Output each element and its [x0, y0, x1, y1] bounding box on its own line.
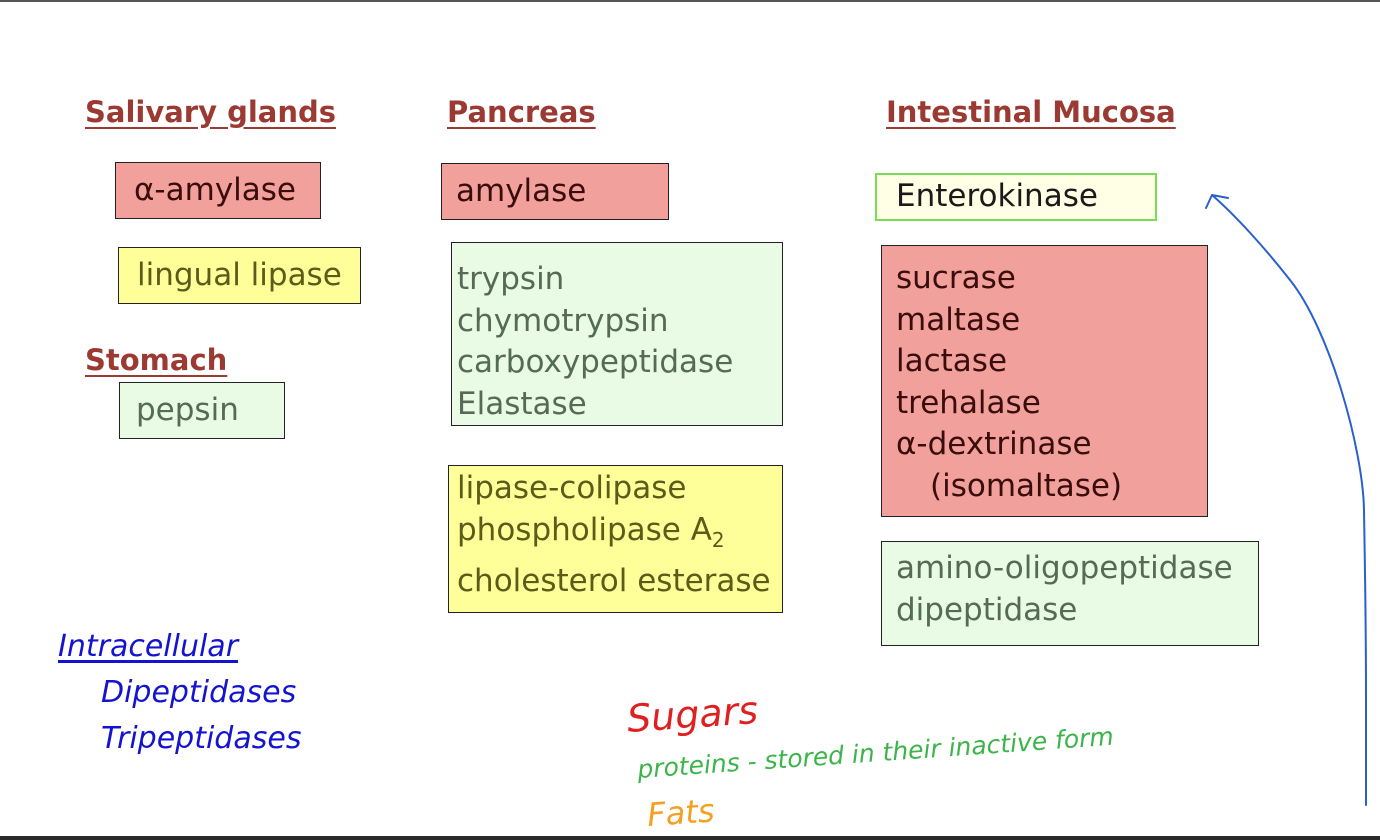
- intestinal-carbohydrases-box: sucrase maltase lactase trehalase α-dext…: [881, 245, 1208, 517]
- pancreatic-lipases-box: lipase-colipase phospholipase A2 cholest…: [448, 465, 783, 613]
- list-item: chymotrypsin: [457, 302, 669, 339]
- heading-salivary-glands: Salivary glands: [85, 95, 337, 129]
- list-item: (isomaltase): [930, 467, 1123, 504]
- pepsin-box: pepsin: [119, 382, 285, 439]
- list-item: trehalase: [896, 384, 1041, 421]
- handwritten-fats: Fats: [646, 791, 716, 834]
- intracellular-title: Intracellular: [58, 629, 239, 664]
- bottom-border: [0, 836, 1380, 840]
- lingual-lipase-box: lingual lipase: [118, 247, 361, 304]
- phospholipase-label: phospholipase A: [457, 511, 712, 548]
- intracellular-section: Intracellular Dipeptidases Tripeptidases: [58, 624, 301, 762]
- pepsin-label: pepsin: [136, 391, 239, 428]
- alpha-amylase-label: α-amylase: [134, 171, 296, 208]
- hand-drawn-arrow: [1205, 194, 1367, 806]
- heading-pancreas: Pancreas: [447, 95, 596, 129]
- list-item: dipeptidase: [896, 591, 1078, 628]
- list-item: trypsin: [457, 261, 565, 297]
- pancreatic-proteases-box: trypsin chymotrypsin carboxypeptidase El…: [451, 242, 783, 426]
- pancreatic-amylase-box: amylase: [441, 163, 669, 220]
- list-item: Dipeptidases: [101, 675, 297, 710]
- list-item: α-dextrinase: [896, 426, 1092, 462]
- list-item: sucrase: [896, 260, 1016, 296]
- heading-intestinal-mucosa: Intestinal Mucosa: [886, 95, 1176, 129]
- pancreatic-amylase-label: amylase: [456, 172, 587, 209]
- handwritten-sugars: Sugars: [626, 688, 760, 741]
- top-border: [0, 0, 1380, 2]
- intestinal-peptidases-box: amino-oligopeptidase dipeptidase: [881, 541, 1259, 646]
- list-item: lactase: [896, 343, 1008, 379]
- lingual-lipase-label: lingual lipase: [137, 256, 342, 293]
- enterokinase-label: Enterokinase: [896, 178, 1098, 215]
- list-item: carboxypeptidase: [457, 344, 734, 380]
- list-item: amino-oligopeptidase: [896, 550, 1233, 586]
- heading-stomach: Stomach: [85, 343, 228, 377]
- list-item: cholesterol esterase: [457, 563, 771, 600]
- list-item: phospholipase A2: [457, 510, 782, 562]
- list-item: Elastase: [457, 385, 587, 422]
- list-item: lipase-colipase: [457, 470, 687, 506]
- subscript-2: 2: [711, 527, 725, 552]
- enterokinase-box: Enterokinase: [875, 173, 1157, 221]
- list-item: Tripeptidases: [101, 721, 302, 756]
- alpha-amylase-box: α-amylase: [115, 162, 321, 219]
- list-item: maltase: [896, 301, 1021, 338]
